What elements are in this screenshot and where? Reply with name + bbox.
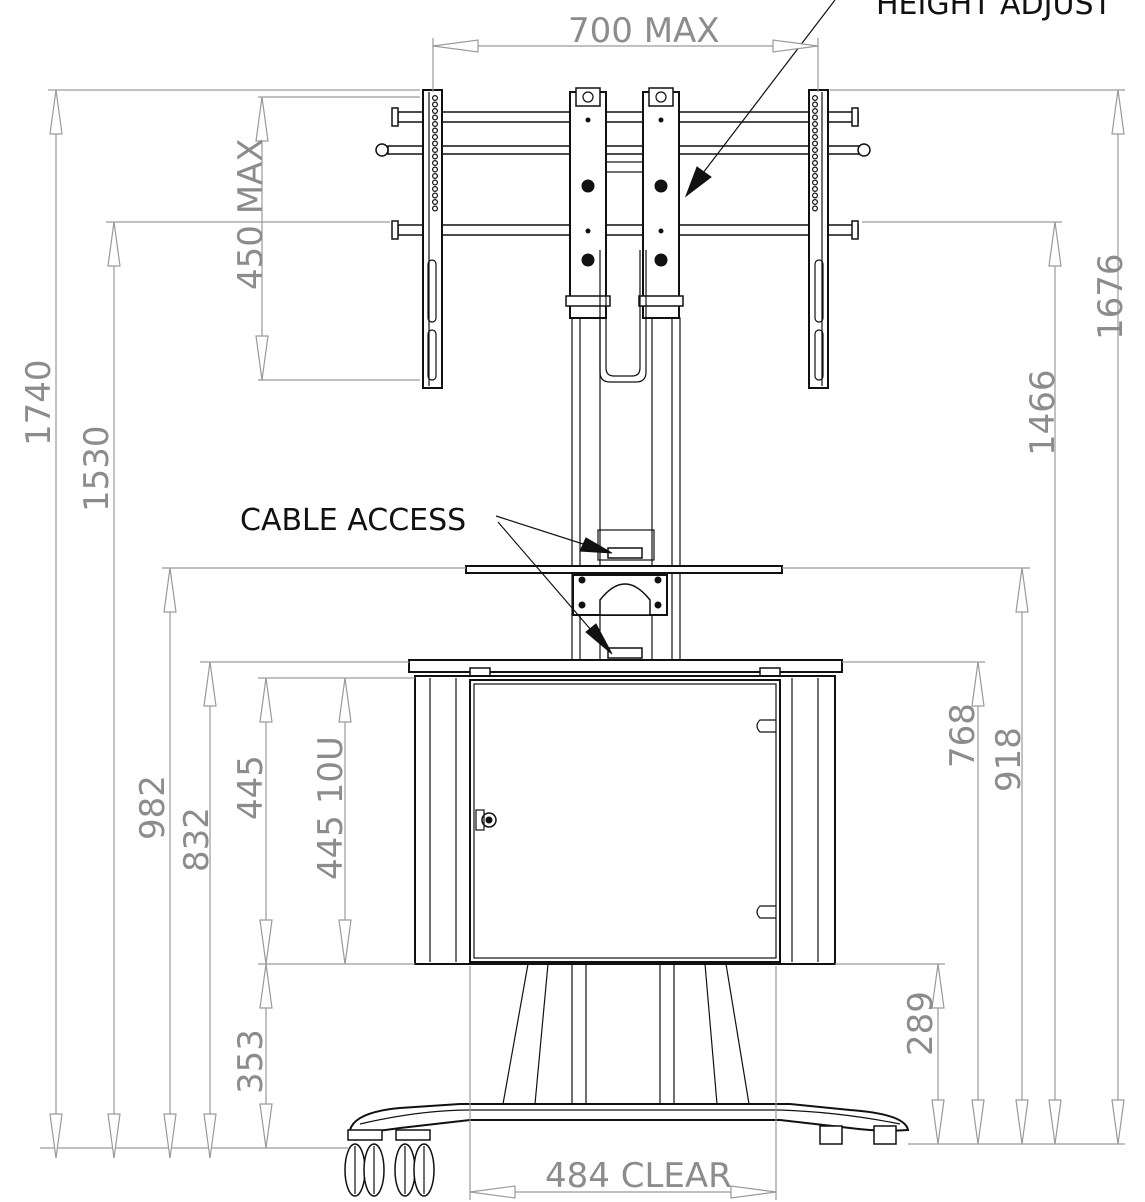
dim-cabinet-base-right: 289: [901, 991, 941, 1056]
cable-access-label: CABLE ACCESS: [240, 503, 466, 538]
upper-shelf: [465, 565, 783, 616]
dim-overall-height: 1740: [19, 359, 59, 446]
caster-left: [344, 1129, 385, 1197]
dim-upper-bar-height: 1530: [77, 425, 117, 512]
dim-lower-shelf-right: 768: [943, 703, 983, 768]
dim-upper-shelf-height: 982: [133, 775, 173, 840]
cable-access-callout: CABLE ACCESS: [240, 503, 613, 655]
dim-upper-bar-right: 1466: [1023, 369, 1063, 456]
cabinet: [408, 659, 843, 965]
dim-cabinet-height: 445: [231, 755, 271, 820]
dim-lower-shelf-height: 832: [177, 807, 217, 872]
dim-upper-shelf-right: 918: [989, 727, 1029, 792]
height-adjust-callout: HEIGHT ADJUST: [684, 0, 1113, 198]
width-max-label: 700 MAX: [568, 11, 720, 51]
clear-width-dimension: 484 CLEAR: [469, 966, 777, 1200]
clear-width-label: 484 CLEAR: [545, 1156, 732, 1196]
dimension-lines: [40, 38, 1125, 1149]
dim-bracket-top-height: 1676: [1091, 253, 1131, 340]
dim-panel-max: 450 MAX: [231, 138, 271, 290]
caster-right: [394, 1129, 435, 1197]
column: [571, 317, 681, 667]
vertical-dimensions: [49, 89, 1125, 1159]
height-adjust-label: HEIGHT ADJUST: [876, 0, 1113, 22]
mounting-bracket: [375, 87, 871, 389]
base: [344, 963, 910, 1197]
dim-cabinet-base-height: 353: [231, 1029, 271, 1094]
dim-rack-units: 445 10U: [311, 736, 351, 880]
